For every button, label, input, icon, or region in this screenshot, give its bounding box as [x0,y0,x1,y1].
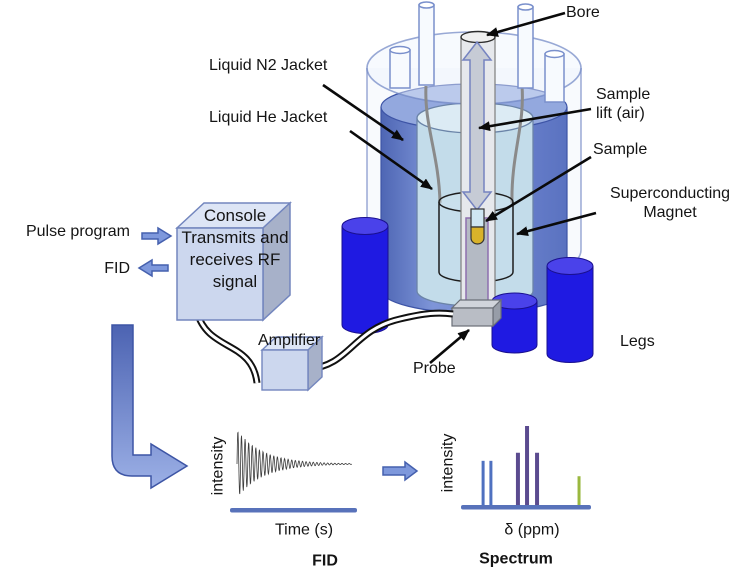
sample-lift-line2: lift (air) [596,104,645,122]
fid-xlabel: Time (s) [274,521,334,539]
cable-console-amplifier [193,310,261,384]
leg-left [341,217,389,334]
magnet-line2: Magnet [643,203,697,221]
spectrum-xlabel: δ (ppm) [504,521,560,539]
leg-right [546,257,594,363]
cable-amplifier-probe [307,309,454,373]
top-port-tubes [389,1,565,103]
fid-time-axis [230,508,357,513]
spectrum-plot [461,426,591,510]
console-line3: receives RF [189,250,281,269]
sample-lift-label: Sample lift (air) [596,86,650,124]
port-tube [517,3,534,89]
lift-arrow [478,107,592,132]
block-arrows [137,226,419,482]
console-line2: Transmits and [181,228,289,247]
spectrum-peaks [481,426,581,508]
fid-ylabel: intensity [209,436,227,496]
magnet-line1: Superconducting [609,185,731,202]
console-label: Console Transmits and receives RF signal [173,205,297,293]
label-arrows [322,11,597,364]
bore-arrow [486,11,566,37]
he-arrow [349,129,433,191]
fid-signal-curve [236,431,353,495]
legs-label: Legs [620,333,655,350]
port-tube [418,1,435,86]
rf-cables [193,309,454,384]
spectrum-ppm-axis [461,505,591,510]
magnet-arrow [516,211,597,237]
port-tube [544,49,565,103]
console-box [175,201,292,322]
support-rods [424,85,524,204]
console-line4: signal [212,272,258,291]
sample-lift-line1: Sample [596,86,651,103]
pulse-program-arrow [141,226,173,246]
flow-bent-arrow [111,324,189,490]
fid-plot [230,431,357,513]
amplifier-box [260,335,324,392]
fid-to-spectrum-arrow [382,460,419,482]
probe-arrow [429,329,470,364]
sample-label: Sample [593,141,648,158]
leg-middle [491,292,538,354]
bore-label: Bore [566,4,600,21]
superconducting-magnet-label: Superconducting Magnet [594,185,745,223]
port-tube [389,45,411,89]
fid-input-label: FID [104,260,130,277]
fid-output-arrow [137,258,169,278]
amplifier-label: Amplifier [258,332,321,349]
probe-box [450,298,503,328]
spectrum-title: Spectrum [479,550,553,568]
fid-title: FID [312,552,338,570]
probe-label: Probe [413,360,456,377]
spectrum-ylabel: intensity [439,433,457,493]
liquid-n2-label: Liquid N2 Jacket [209,57,328,74]
sample-tube [470,208,485,245]
liquid-he-label: Liquid He Jacket [209,109,328,126]
magnet-assembly [341,1,594,363]
pulse-program-label: Pulse program [25,223,130,240]
magnet-legs [341,217,594,363]
sample-arrow [485,155,592,223]
n2-arrow [322,83,404,142]
console-line1: Console [203,206,267,225]
